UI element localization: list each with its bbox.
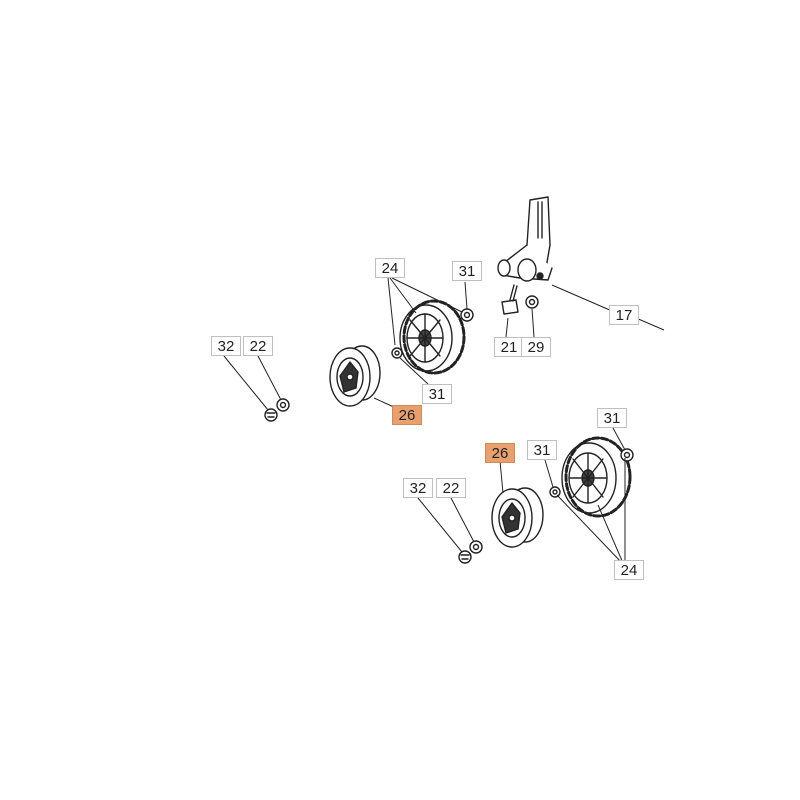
lower-wheel (561, 436, 632, 518)
callout-24-bottom: 24 (614, 560, 644, 580)
callout-31-mid: 31 (422, 384, 452, 404)
left-nut-22 (276, 398, 290, 412)
callout-22-left: 22 (243, 336, 273, 356)
height-adjust-bracket (497, 196, 553, 282)
nut-part-29 (525, 295, 539, 309)
lower-hub (491, 487, 544, 548)
left-cap-32 (264, 408, 278, 422)
callout-26-left: 26 (392, 405, 422, 425)
lower-washer-outer (620, 448, 634, 462)
callout-31-right: 31 (597, 408, 627, 428)
upper-wheel (399, 299, 466, 375)
upper-washer-inner (391, 347, 403, 359)
right-cap-32 (458, 550, 472, 564)
callout-32-right: 32 (403, 478, 433, 498)
callout-29: 29 (521, 337, 551, 357)
callout-31-right2: 31 (527, 440, 557, 460)
callout-32-left: 32 (211, 336, 241, 356)
leader-lines (223, 277, 665, 564)
right-nut-22 (469, 540, 483, 554)
callout-17: 17 (609, 305, 639, 325)
upper-hub (329, 345, 381, 407)
callout-24-top: 24 (375, 258, 405, 278)
callout-21: 21 (494, 337, 524, 357)
callout-31-top: 31 (452, 261, 482, 281)
upper-washer-outer (460, 308, 474, 322)
bolt-part-21 (501, 284, 519, 315)
callout-22-right: 22 (436, 478, 466, 498)
callout-26-right: 26 (485, 443, 515, 463)
lower-washer-inner (549, 486, 561, 498)
